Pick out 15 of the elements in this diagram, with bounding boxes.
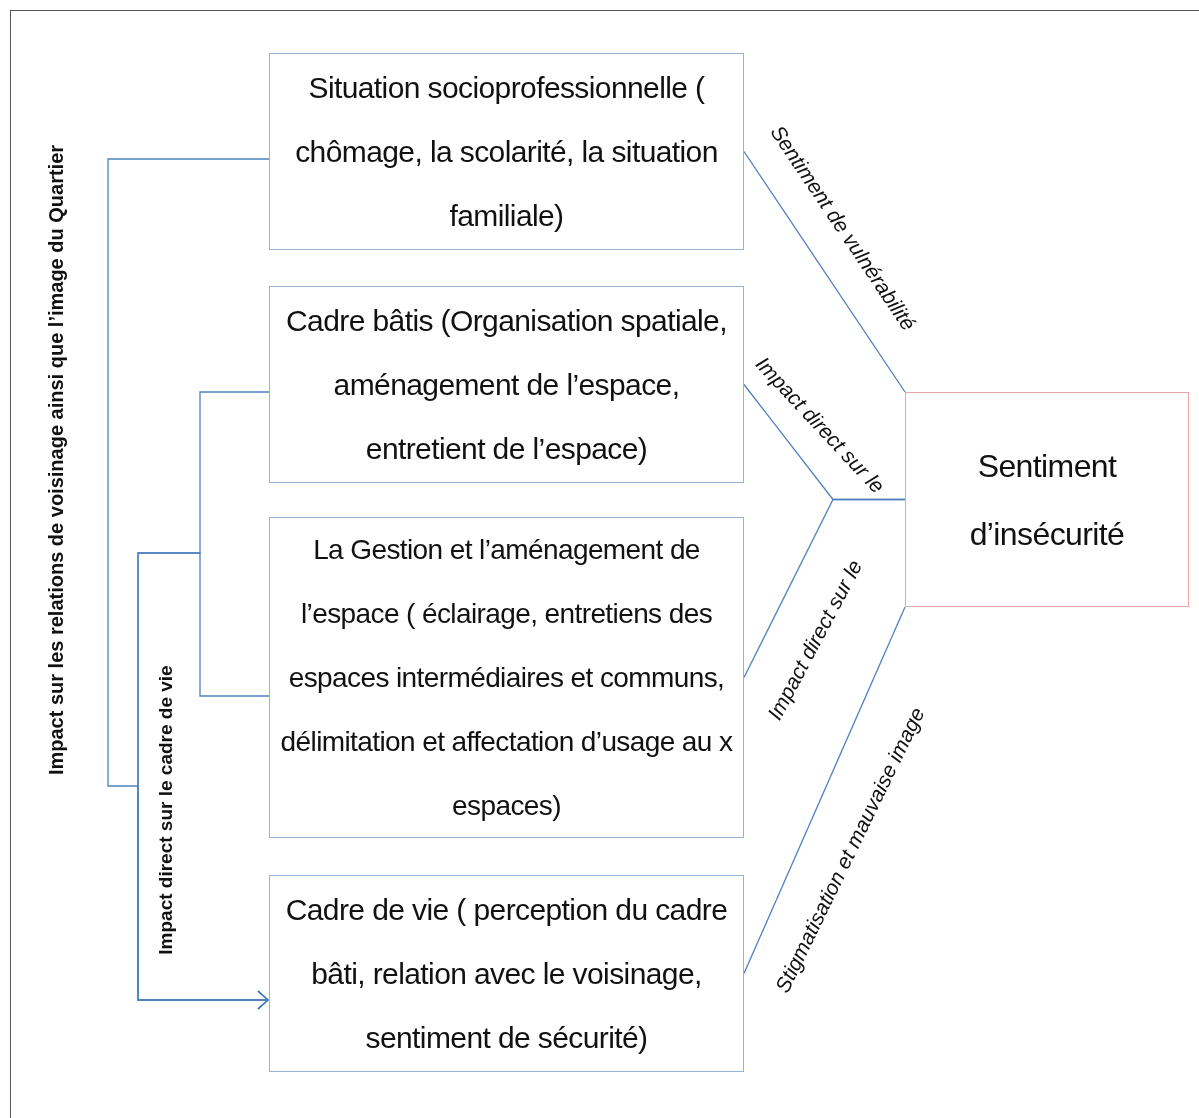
- box-text: Cadre de vie ( perception du cadre bâti, relation avec le voisinage, sentiment de sécurité): [284, 891, 729, 1056]
- box-text: Situation socioprofessionnelle ( chômage, la scolarité, la situation familiale): [294, 69, 719, 234]
- edge-label: Impact direct sur le cadre de vie: [154, 664, 177, 957]
- factor-box: [269, 875, 744, 1072]
- edge-label: Impact sur les relations de voisinage ainsi que l’image du Quartier: [44, 143, 68, 778]
- factor-box: [269, 286, 744, 483]
- factor-box: [269, 53, 744, 250]
- connector-line: [137, 552, 270, 1010]
- box-text: La Gestion et l’aménagement de l’espace ( éclairage, entretiens des espaces intermédiaires et communs, délimitation et affectation d’usage au x espaces): [279, 532, 734, 823]
- connector-line: [743, 606, 906, 975]
- connector-line: [743, 150, 906, 393]
- box-text: Sentiment d’insécurité: [968, 446, 1126, 554]
- connector-line: [743, 498, 906, 679]
- outcome-box: [905, 392, 1189, 607]
- box-text: Cadre bâtis (Organisation spatiale, aménagement de l’espace, entretient de l’espace): [285, 302, 728, 467]
